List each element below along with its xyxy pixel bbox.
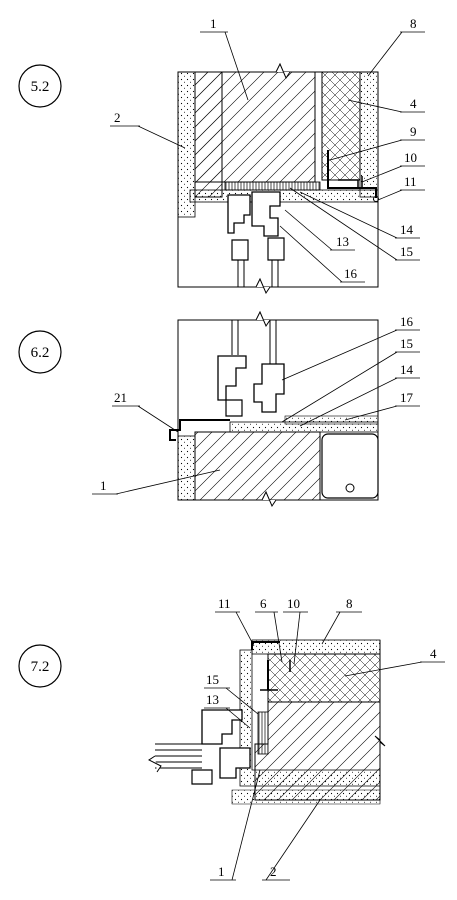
svg-text:11: 11 (218, 596, 231, 611)
svg-text:16: 16 (344, 266, 358, 281)
callout-14-6-2: 14 (299, 362, 420, 427)
section-6-2: 6.2 16 15 (18, 310, 420, 508)
svg-text:9: 9 (410, 124, 417, 139)
callout-1-6-2: 1 (92, 469, 221, 495)
callout-2-5-2: 2 (110, 110, 186, 149)
svg-text:15: 15 (206, 672, 219, 687)
callout-15-6-2: 15 (281, 336, 420, 423)
callout-4-5-2: 4 (347, 96, 425, 113)
svg-text:15: 15 (400, 336, 413, 351)
svg-text:1: 1 (218, 864, 225, 879)
callout-10-5-2: 10 (361, 150, 425, 183)
callout-6-7-2: 6 (255, 596, 283, 663)
svg-text:10: 10 (404, 150, 417, 165)
section-7-2: 7.2 11 (18, 596, 445, 881)
section-marker-7-2: 7.2 (18, 644, 62, 688)
callout-13-5-2: 13 (284, 209, 355, 251)
callout-15-7-2: 15 (204, 672, 259, 715)
callout-14-5-2: 14 (299, 191, 420, 239)
svg-text:2: 2 (114, 110, 121, 125)
section-marker-6-2: 6.2 (18, 330, 62, 374)
callout-1-5-2: 1 (200, 16, 249, 101)
callout-10-7-2: 10 (283, 596, 308, 665)
section-label-5-2: 5.2 (31, 79, 50, 95)
svg-text:4: 4 (410, 96, 417, 111)
callout-11-7-2: 11 (215, 596, 255, 647)
section-5-2: 5.2 1 (18, 16, 425, 295)
svg-text:2: 2 (270, 864, 277, 879)
svg-text:11: 11 (404, 174, 417, 189)
svg-text:14: 14 (400, 362, 414, 377)
svg-text:6: 6 (260, 596, 267, 611)
svg-text:1: 1 (100, 478, 107, 493)
callout-16-5-2: 16 (279, 225, 365, 283)
svg-text:8: 8 (410, 16, 417, 31)
callout-11-5-2: 11 (377, 174, 425, 201)
svg-text:16: 16 (400, 314, 414, 329)
section-marker-5-2: 5.2 (18, 64, 62, 108)
svg-text:13: 13 (206, 692, 219, 707)
callout-16-6-2: 16 (281, 314, 420, 381)
svg-text:17: 17 (400, 390, 414, 405)
callout-15-5-2: 15 (289, 187, 420, 261)
svg-text:15: 15 (400, 244, 413, 259)
callout-1-7-2: 1 (210, 769, 261, 881)
callout-4-7-2: 4 (344, 646, 445, 677)
svg-text:10: 10 (287, 596, 300, 611)
callout-8-7-2: 8 (321, 596, 362, 645)
callout-13-7-2: 13 (204, 692, 251, 729)
callout-8-5-2: 8 (367, 16, 425, 77)
section-label-7-2: 7.2 (31, 659, 50, 675)
svg-text:14: 14 (400, 222, 414, 237)
section-label-6-2: 6.2 (31, 345, 50, 361)
callout-17-6-2: 17 (344, 390, 420, 421)
svg-text:21: 21 (114, 390, 127, 405)
svg-text:8: 8 (346, 596, 353, 611)
svg-text:1: 1 (210, 16, 217, 31)
svg-text:13: 13 (336, 234, 349, 249)
callout-9-5-2: 9 (329, 124, 425, 161)
callout-21-6-2: 21 (112, 390, 179, 433)
svg-text:4: 4 (430, 646, 437, 661)
callout-2-7-2: 2 (262, 799, 321, 881)
